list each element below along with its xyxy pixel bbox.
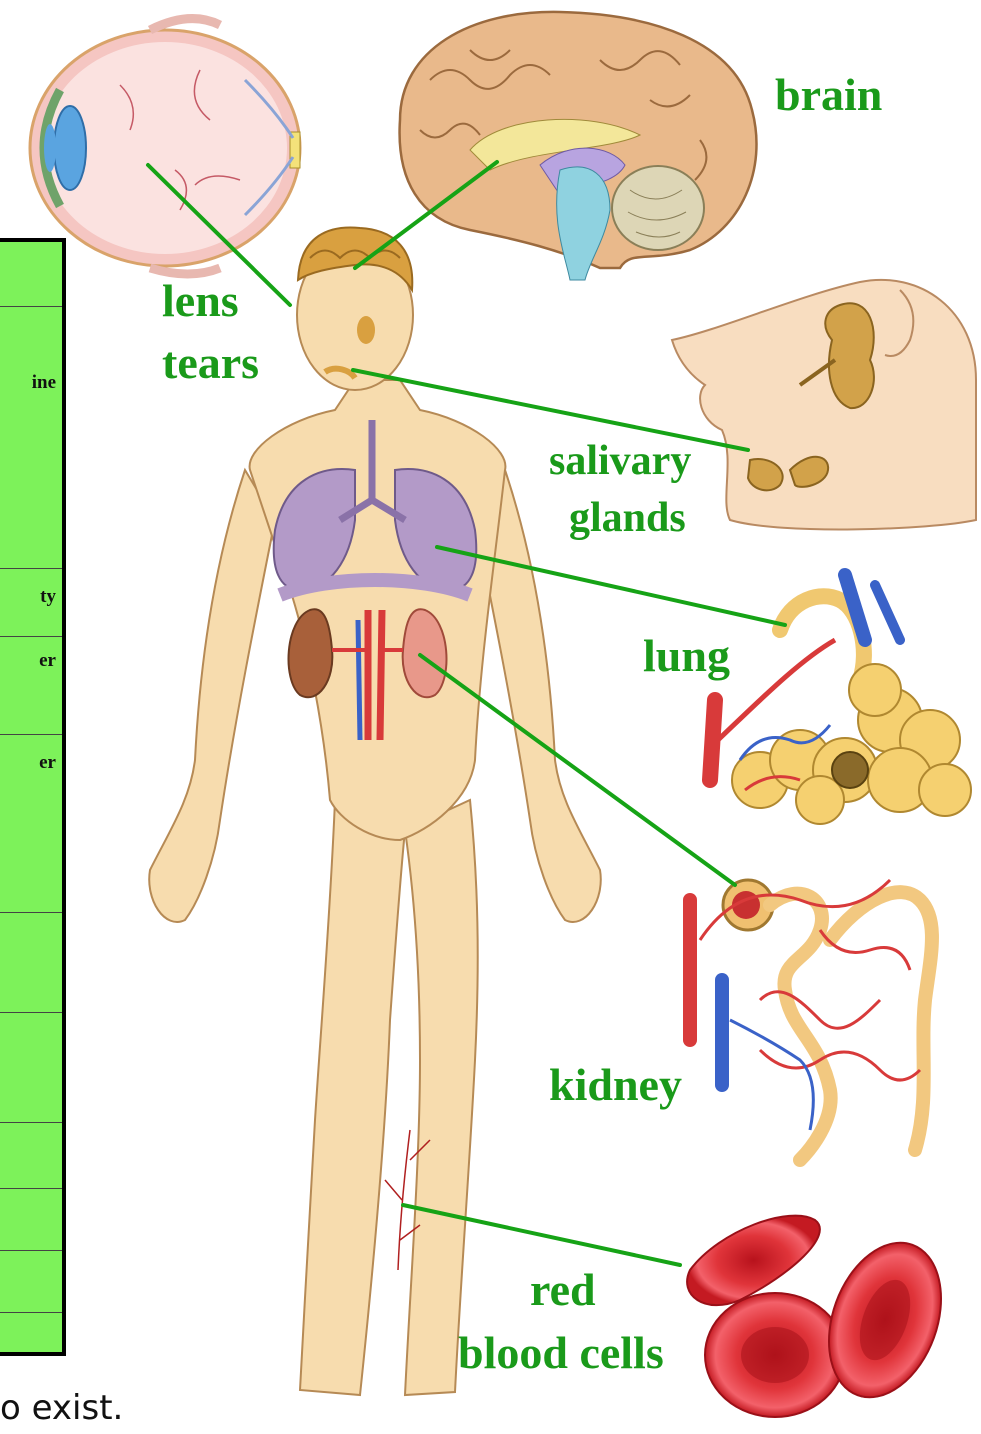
table-row xyxy=(0,1122,62,1189)
label-kidney: kidney xyxy=(549,1062,682,1108)
label-blood-cells: blood cells xyxy=(458,1330,664,1376)
label-lens: lens xyxy=(162,278,239,324)
label-brain: brain xyxy=(775,72,882,118)
table-row: ty xyxy=(0,568,62,637)
salivary-glands-illustration xyxy=(672,280,976,530)
table-cell-fragment: ty xyxy=(40,586,56,608)
label-lung: lung xyxy=(643,633,730,679)
cropped-table: ine ty er er xyxy=(0,238,66,1356)
table-row xyxy=(0,242,62,307)
eye-illustration xyxy=(30,19,300,274)
nephron-illustration xyxy=(690,880,932,1160)
table-row: ine xyxy=(0,306,62,569)
table-row xyxy=(0,1250,62,1313)
label-red: red xyxy=(530,1267,596,1313)
table-cell-fragment: er xyxy=(39,752,56,774)
label-glands: glands xyxy=(569,497,686,539)
table-row xyxy=(0,1188,62,1251)
caption-fragment: o exist. xyxy=(0,1388,123,1428)
table-cell-fragment: ine xyxy=(32,372,56,394)
label-salivary: salivary xyxy=(549,440,691,482)
red-blood-cells-illustration xyxy=(687,1216,961,1417)
label-tears: tears xyxy=(162,340,259,386)
table-row xyxy=(0,912,62,1013)
table-row xyxy=(0,1012,62,1123)
table-cell-fragment: er xyxy=(39,650,56,672)
table-row: er xyxy=(0,636,62,735)
human-body-illustration xyxy=(149,228,601,1395)
lung-alveoli-illustration xyxy=(710,575,971,824)
brain-illustration xyxy=(400,12,757,280)
table-row: er xyxy=(0,734,62,913)
